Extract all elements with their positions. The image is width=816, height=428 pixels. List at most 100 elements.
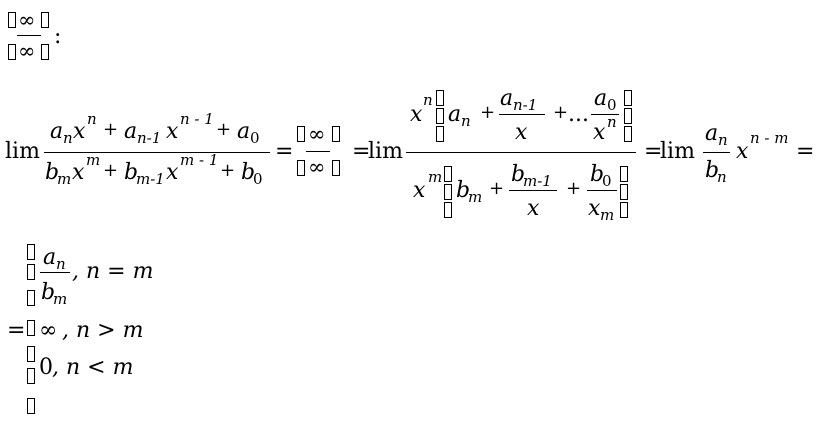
var-x: x bbox=[593, 120, 606, 145]
coef-b: b bbox=[456, 178, 471, 203]
bracket-box bbox=[620, 184, 628, 200]
coef-a: a bbox=[705, 121, 719, 146]
plus-sign: + bbox=[566, 178, 582, 199]
subscript: m bbox=[468, 188, 483, 206]
equals-sign: = bbox=[7, 318, 26, 343]
var-x: x bbox=[736, 139, 749, 164]
plus-sign: + bbox=[480, 102, 496, 123]
fraction-bar bbox=[499, 114, 545, 115]
var-x: x bbox=[410, 102, 423, 127]
subscript: n bbox=[56, 255, 66, 273]
header-colon: : bbox=[54, 24, 62, 49]
subscript: 0 bbox=[602, 172, 612, 190]
superscript: n bbox=[423, 91, 433, 109]
coef-a: a bbox=[237, 119, 251, 144]
ellipsis: ... bbox=[568, 102, 589, 127]
subscript: m bbox=[57, 170, 72, 188]
fraction-bar bbox=[591, 114, 619, 115]
header-denominator: ∞ bbox=[18, 39, 36, 63]
bracket-box bbox=[297, 160, 305, 176]
bracket-box bbox=[620, 166, 628, 182]
bracket-box bbox=[444, 166, 452, 182]
plus-sign: + bbox=[220, 160, 236, 181]
subscript: m-1 bbox=[136, 170, 165, 188]
superscript: n bbox=[607, 113, 617, 131]
bracket-box bbox=[41, 12, 49, 28]
superscript: m bbox=[86, 151, 101, 169]
var-x: x bbox=[515, 120, 528, 145]
subscript: m bbox=[600, 206, 615, 224]
bracket-box bbox=[297, 126, 305, 142]
case3-condition: , n < m bbox=[52, 355, 134, 380]
plus-sign: + bbox=[103, 160, 119, 181]
superscript: m bbox=[428, 168, 443, 186]
subscript: m-1 bbox=[523, 172, 552, 190]
coef-b: b bbox=[705, 158, 720, 183]
plus-sign: + bbox=[103, 119, 119, 140]
equals-sign: = bbox=[275, 139, 294, 164]
subscript: n bbox=[63, 129, 73, 147]
subscript: 0 bbox=[250, 129, 260, 147]
lim-operator: lim bbox=[660, 139, 695, 164]
bracket-box bbox=[27, 346, 35, 362]
bracket-box bbox=[27, 244, 35, 260]
subscript: m bbox=[53, 290, 68, 308]
coef-a: a bbox=[43, 245, 57, 270]
bracket-box bbox=[8, 12, 16, 28]
equals-sign: = bbox=[352, 139, 371, 164]
bracket-box bbox=[436, 126, 444, 142]
coef-a: a bbox=[594, 86, 608, 111]
plus-sign: + bbox=[553, 102, 569, 123]
equals-sign: = bbox=[644, 139, 663, 164]
fraction-bar bbox=[306, 151, 330, 152]
superscript: m - 1 bbox=[180, 151, 219, 169]
var-x: x bbox=[73, 119, 86, 144]
case2-value: ∞ bbox=[39, 318, 58, 343]
subscript: n bbox=[717, 168, 727, 186]
bracket-box bbox=[436, 108, 444, 124]
bracket-box bbox=[41, 44, 49, 60]
lim-operator: lim bbox=[368, 139, 403, 164]
var-x: x bbox=[413, 178, 426, 203]
var-x: x bbox=[166, 160, 179, 185]
bracket-box bbox=[332, 160, 340, 176]
bracket-box bbox=[444, 184, 452, 200]
bracket-box bbox=[436, 90, 444, 106]
lim-operator: lim bbox=[5, 139, 40, 164]
infinity-numerator: ∞ bbox=[308, 122, 326, 146]
fraction-bar bbox=[406, 152, 636, 153]
var-x: x bbox=[166, 119, 179, 144]
subscript: 0 bbox=[607, 96, 617, 114]
bracket-box bbox=[624, 90, 632, 106]
coef-a: a bbox=[50, 119, 64, 144]
bracket-box bbox=[8, 44, 16, 60]
bracket-box bbox=[332, 126, 340, 142]
bracket-box bbox=[27, 290, 35, 306]
coef-b: b bbox=[511, 162, 526, 187]
coef-a: a bbox=[500, 86, 514, 111]
bracket-box bbox=[624, 108, 632, 124]
coef-b: b bbox=[124, 160, 139, 185]
coef-b: b bbox=[45, 160, 60, 185]
case2-condition: , n > m bbox=[62, 318, 144, 343]
infinity-denominator: ∞ bbox=[308, 155, 326, 179]
bracket-box bbox=[624, 126, 632, 142]
superscript: n bbox=[87, 110, 97, 128]
bracket-box bbox=[27, 398, 35, 414]
equals-sign: = bbox=[796, 139, 815, 164]
coef-a: a bbox=[448, 102, 462, 127]
superscript: n - m bbox=[750, 129, 789, 147]
fraction-bar bbox=[509, 190, 557, 191]
coef-a: a bbox=[124, 119, 138, 144]
subscript: n-1 bbox=[137, 129, 162, 147]
case3-value: 0 bbox=[39, 355, 53, 380]
var-x: x bbox=[72, 160, 85, 185]
coef-b: b bbox=[590, 162, 605, 187]
superscript: n - 1 bbox=[180, 110, 214, 128]
case1-condition: , n = m bbox=[72, 259, 154, 284]
subscript: n bbox=[718, 131, 728, 149]
bracket-box bbox=[620, 202, 628, 218]
bracket-box bbox=[444, 202, 452, 218]
subscript: 0 bbox=[253, 170, 263, 188]
subscript: n bbox=[461, 112, 471, 130]
